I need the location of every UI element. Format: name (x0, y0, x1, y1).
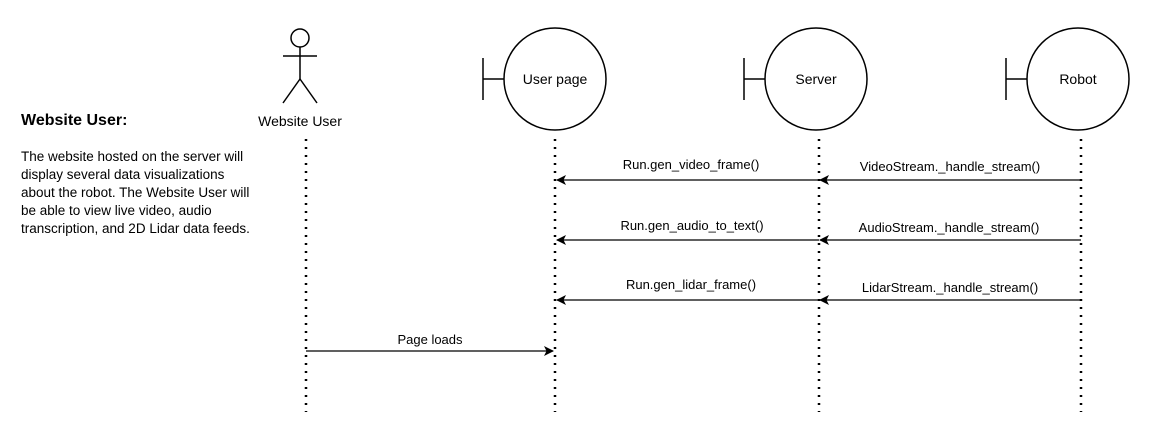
message-page-loads: Page loads (306, 332, 554, 356)
message-video-robot-server: VideoStream._handle_stream() (819, 159, 1081, 185)
message-audio-server-page: Run.gen_audio_to_text() (556, 218, 819, 245)
boundary-icon (1005, 27, 1130, 131)
message-label: LidarStream._handle_stream() (862, 280, 1038, 295)
message-label: Run.gen_video_frame() (623, 157, 760, 172)
boundary-label: Robot (1059, 71, 1096, 87)
message-audio-robot-server: AudioStream._handle_stream() (819, 220, 1081, 245)
boundary-robot: Robot (1005, 27, 1130, 131)
message-label: VideoStream._handle_stream() (860, 159, 1040, 174)
message-lidar-server-page: Run.gen_lidar_frame() (556, 277, 819, 305)
message-lidar-robot-server: LidarStream._handle_stream() (819, 280, 1081, 305)
message-label: AudioStream._handle_stream() (859, 220, 1040, 235)
actor-website-user: Website User (258, 28, 342, 129)
lifelines (304, 139, 1083, 412)
message-label: Page loads (397, 332, 463, 347)
actor-label: Website User (258, 113, 342, 129)
message-video-server-page: Run.gen_video_frame() (556, 157, 819, 185)
boundary-icon (482, 27, 607, 131)
boundary-server: Server (743, 27, 868, 131)
boundary-label: Server (795, 71, 837, 87)
note: Website User: The website hosted on the … (21, 111, 251, 238)
stick-figure-icon (282, 28, 318, 104)
boundary-label: User page (523, 71, 588, 87)
boundary-icon (743, 27, 868, 131)
note-title: Website User: (21, 112, 128, 129)
message-label: Run.gen_audio_to_text() (620, 218, 763, 233)
message-label: Run.gen_lidar_frame() (626, 277, 756, 292)
boundary-user-page: User page (482, 27, 607, 131)
note-body: The website hosted on the server will di… (21, 149, 250, 236)
